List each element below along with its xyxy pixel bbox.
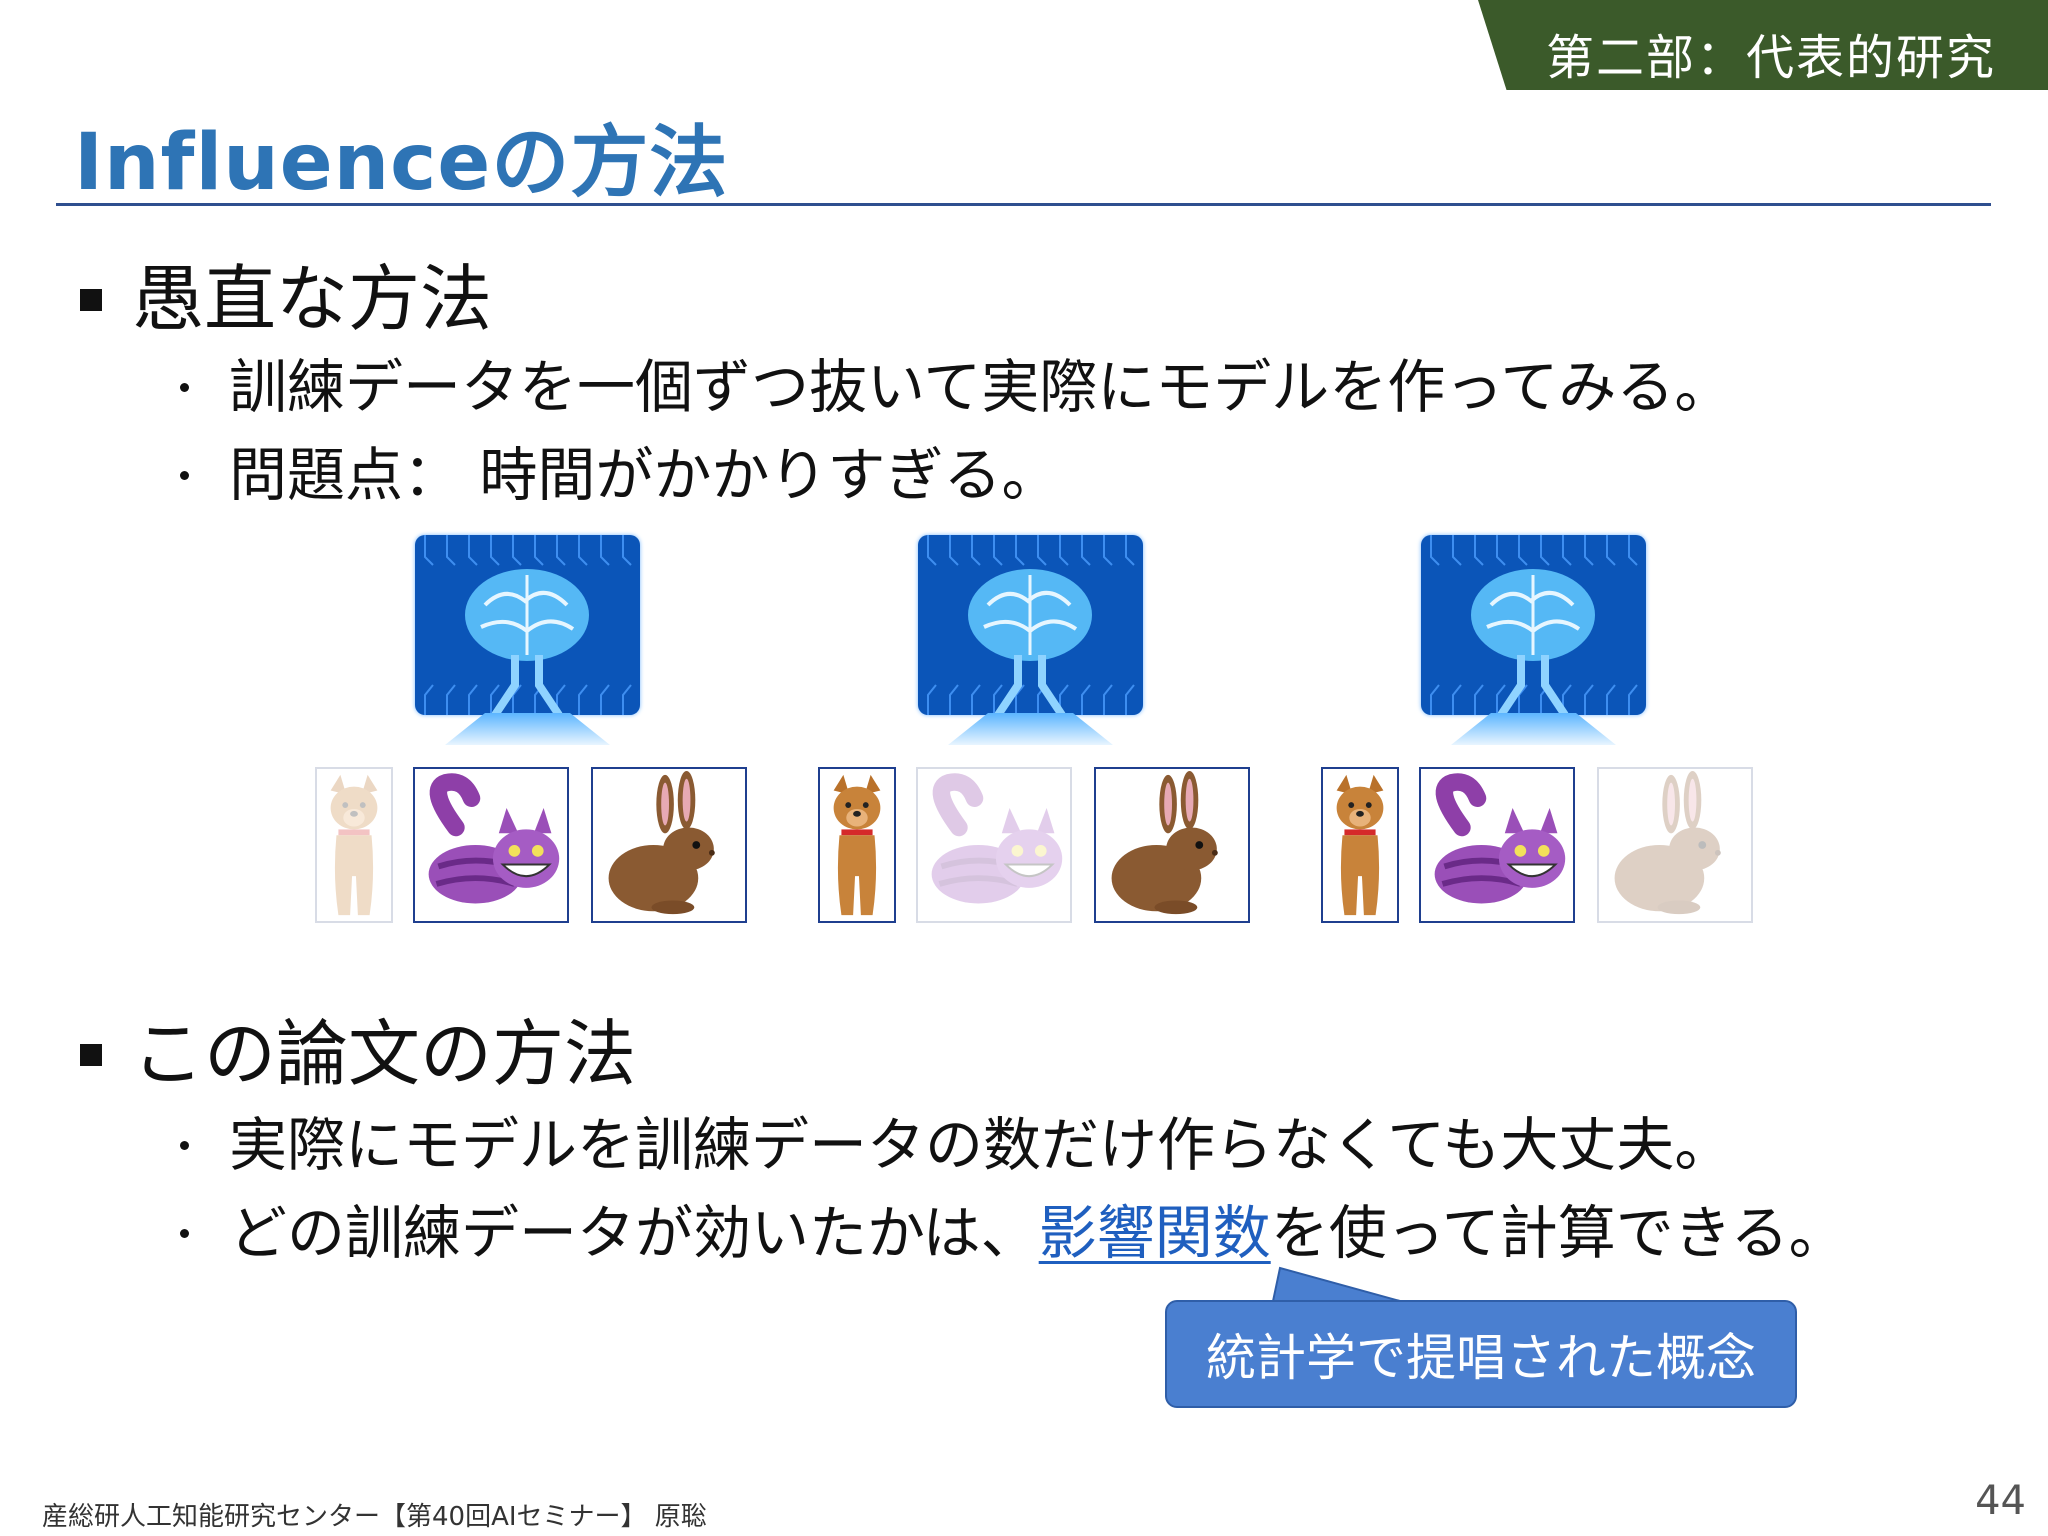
bullet-naive-method: 愚直な方法 (80, 240, 492, 345)
dog-sample (818, 767, 896, 923)
brain-computer-icon (918, 535, 1143, 715)
bullet-paper-method-text: この論文の方法 (132, 1012, 637, 1096)
sub-bullet-influence-function: どの訓練データが効いたかは、 影響関数 を使って計算できる。 (180, 1186, 1847, 1270)
square-bullet-icon (80, 1043, 102, 1066)
sub-bullet-influence-prefix: どの訓練データが効いたかは、 (229, 1199, 1039, 1267)
rabbit-sample (1094, 767, 1250, 923)
dog-icon (317, 769, 391, 921)
section-tag-label: 第二部：代表的研究 (1545, 30, 1996, 86)
sub-bullet-retrain: 訓練データを一個ずつ抜いて実際にモデルを作ってみる。 (180, 340, 1732, 424)
monitor-stand-icon (948, 713, 1113, 745)
sub-bullet-problem-text: 問題点： 時間がかかりすぎる。 (229, 441, 1060, 509)
rabbit-icon (594, 769, 744, 921)
dot-bullet-icon (180, 1228, 189, 1238)
sub-bullet-no-retrain: 実際にモデルを訓練データの数だけ作らなくても大丈夫。 (180, 1098, 1732, 1182)
dog-icon (820, 769, 894, 921)
sub-bullet-no-retrain-text: 実際にモデルを訓練データの数だけ作らなくても大丈夫。 (229, 1111, 1733, 1179)
rabbit-sample-excluded (1597, 767, 1753, 923)
influence-function-link[interactable]: 影響関数 (1038, 1199, 1271, 1267)
dog-sample (1321, 767, 1399, 923)
page-number: 44 (1975, 1478, 2026, 1524)
model-group-1 (315, 535, 747, 930)
sub-bullet-problem: 問題点： 時間がかかりすぎる。 (180, 428, 1059, 512)
monitor-stand-icon (445, 713, 610, 745)
rabbit-icon (1097, 769, 1247, 921)
dog-sample-excluded (315, 767, 393, 923)
section-tag: 第二部：代表的研究 (1478, 0, 2048, 90)
cat-icon (1422, 769, 1572, 921)
monitor-stand-icon (1451, 713, 1616, 745)
model-group-2 (818, 535, 1250, 930)
cat-sample-excluded (916, 767, 1072, 923)
model-group-3 (1321, 535, 1753, 930)
rabbit-sample (591, 767, 747, 923)
statistics-concept-callout: 統計学で提唱された概念 (1165, 1300, 1797, 1408)
cat-icon (416, 769, 566, 921)
brain-computer-icon (415, 535, 640, 715)
cat-sample (1419, 767, 1575, 923)
dot-bullet-icon (180, 470, 189, 480)
dog-icon (1323, 769, 1397, 921)
footer-credit: 産総研人工知能研究センター【第40回AIセミナー】 原聡 (42, 1502, 707, 1532)
bullet-paper-method: この論文の方法 (80, 995, 636, 1100)
brain-computer-icon (1421, 535, 1646, 715)
bullet-naive-method-text: 愚直な方法 (132, 257, 493, 341)
dot-bullet-icon (180, 1140, 189, 1150)
cat-icon (919, 769, 1069, 921)
rabbit-icon (1600, 769, 1750, 921)
sub-bullet-retrain-text: 訓練データを一個ずつ抜いて実際にモデルを作ってみる。 (229, 353, 1733, 421)
cat-sample (413, 767, 569, 923)
sub-bullet-influence-suffix: を使って計算できる。 (1270, 1199, 1847, 1267)
slide-title: Influenceの方法 (74, 118, 729, 208)
dot-bullet-icon (180, 382, 189, 392)
title-divider (56, 203, 1991, 206)
square-bullet-icon (80, 288, 102, 311)
